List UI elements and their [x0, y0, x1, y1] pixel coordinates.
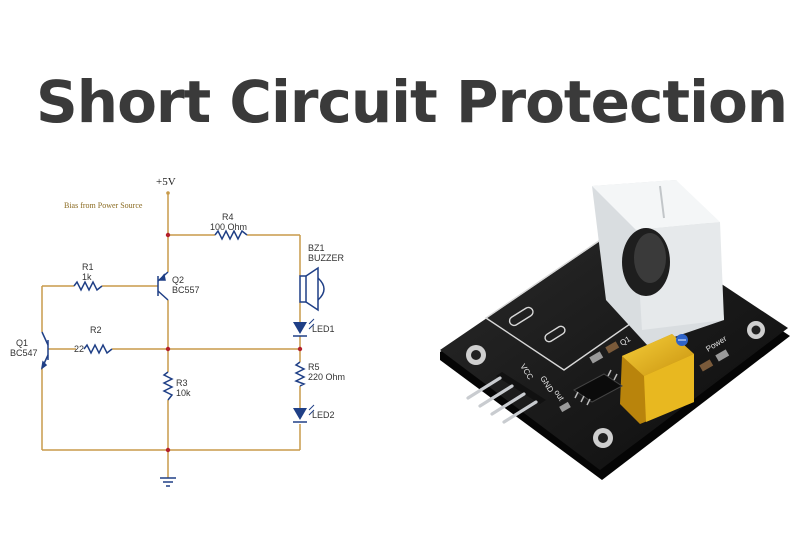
r4-value: 100 Ohm — [210, 222, 247, 232]
r3-value: 10k — [176, 388, 191, 398]
supply-label: +5V — [156, 176, 176, 188]
r1-value: 1k — [82, 272, 92, 282]
junction-dots — [165, 232, 303, 453]
transistor-q2 — [157, 271, 169, 301]
hall-current-sensor — [592, 180, 724, 346]
mounting-holes — [466, 321, 765, 448]
q2-ref: Q2 — [172, 275, 184, 285]
page-title: Short Circuit Protection — [36, 68, 788, 136]
led-led1: LED1 — [293, 318, 335, 337]
resistor-r4: R4 100 Ohm — [210, 212, 248, 241]
r2-value: 22 — [74, 344, 84, 354]
resistor-r1: R1 1k — [73, 262, 103, 292]
r5-ref: R5 — [308, 362, 320, 372]
silkscreen-slot — [508, 306, 534, 327]
transistor-q1 — [40, 331, 49, 370]
r5-value: 220 Ohm — [308, 372, 345, 382]
led2-ref: LED2 — [312, 410, 335, 420]
silkscreen-slot — [544, 325, 566, 343]
led1-ref: LED1 — [312, 324, 335, 334]
ground-symbol — [160, 477, 176, 487]
ic-chip — [573, 369, 623, 406]
trimmer-potentiometer — [620, 334, 694, 424]
r4-ref: R4 — [222, 212, 234, 222]
resistor-r3: R3 10k — [162, 371, 191, 401]
smd-components — [559, 341, 730, 413]
led-led2: LED2 — [293, 404, 335, 423]
q2-value: BC557 — [172, 285, 200, 295]
buzzer-bz1: BZ1 BUZZER — [299, 243, 345, 312]
resistor-r2: R2 22 — [74, 325, 113, 355]
q1-ref: Q1 — [16, 338, 28, 348]
bz1-value: BUZZER — [308, 253, 345, 263]
r2-ref: R2 — [90, 325, 102, 335]
wires — [41, 192, 301, 478]
bias-note: Bias from Power Source — [64, 201, 143, 210]
bz1-ref: BZ1 — [308, 243, 325, 253]
header-pins — [466, 372, 546, 424]
q1-value: BC547 — [10, 348, 38, 358]
r3-ref: R3 — [176, 378, 188, 388]
supply-node — [166, 191, 170, 195]
r1-ref: R1 — [82, 262, 94, 272]
resistor-r5: R5 220 Ohm — [294, 361, 345, 387]
